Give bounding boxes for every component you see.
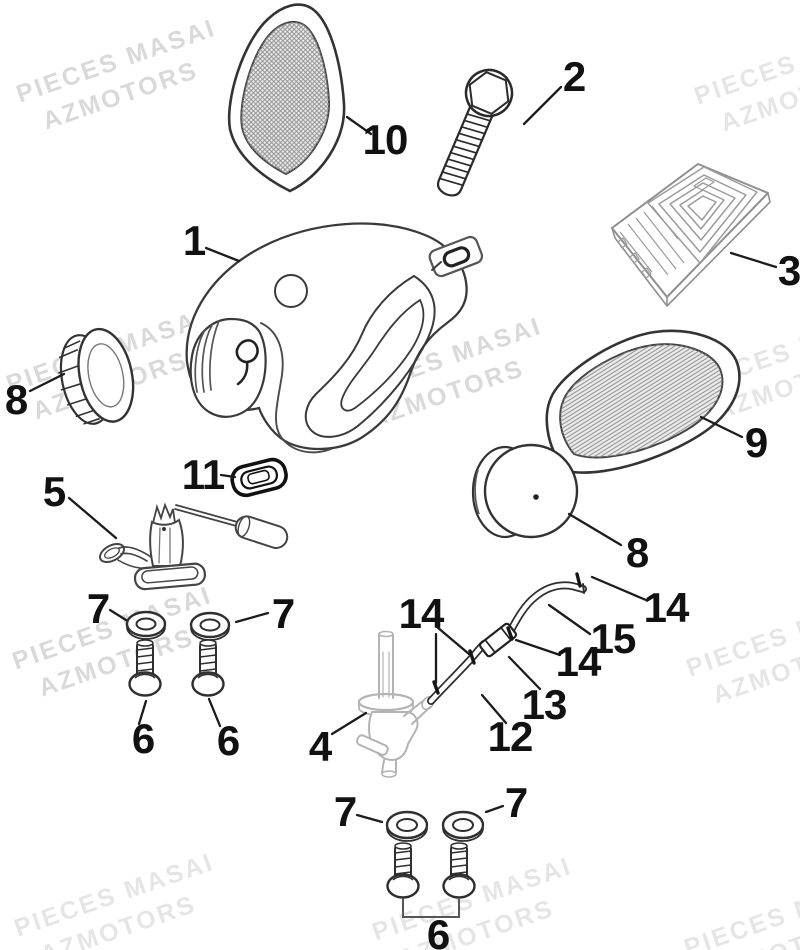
part-label-14: 14 (398, 590, 445, 637)
part-label-5: 5 (42, 468, 66, 515)
part-label-4: 4 (308, 723, 332, 770)
left-side-cover-drawing (227, 3, 346, 193)
part-label-3: 3 (777, 247, 800, 294)
part-label-11: 11 (181, 451, 225, 498)
part-label-8: 8 (4, 376, 28, 423)
hose-clamp-marks (432, 572, 582, 695)
right-side-cover-drawing (545, 329, 741, 474)
fuel-valve-drawing (356, 630, 435, 778)
part-label-6: 6 (131, 715, 155, 762)
part-label-2: 2 (562, 53, 586, 100)
fuel-tank-drawing (185, 222, 484, 454)
part-label-14: 14 (643, 584, 690, 631)
part-label-1: 1 (182, 217, 206, 264)
part-label-7: 7 (504, 779, 528, 826)
fuel-level-sender-drawing (98, 502, 289, 591)
hose-connector-drawing (479, 622, 517, 658)
part-label-6: 6 (426, 911, 450, 950)
bolt-group-bracket (402, 898, 460, 918)
fuel-cap-front-drawing (471, 443, 579, 539)
decal-sheet-drawing (611, 163, 771, 307)
part-label-15: 15 (590, 615, 637, 662)
washer-drawing (385, 810, 485, 842)
leader-lines (28, 85, 778, 824)
washer-drawing (125, 610, 231, 641)
part-label-10: 10 (362, 116, 409, 163)
part-label-7: 7 (271, 590, 295, 637)
rubber-mount-drawing (230, 457, 288, 498)
part-label-14: 14 (555, 638, 602, 685)
fuel-cap-side-drawing (58, 327, 135, 425)
part-label-7: 7 (86, 585, 110, 632)
part-label-9: 9 (744, 419, 768, 466)
part-label-7: 7 (333, 788, 357, 835)
part-label-6: 6 (216, 717, 240, 764)
part-label-8: 8 (625, 529, 649, 576)
bolt-drawing (128, 639, 225, 697)
part-label-13: 13 (521, 681, 568, 728)
hex-bolt-drawing (436, 68, 514, 197)
bolt-drawing (386, 842, 476, 899)
part-label-12: 12 (487, 713, 534, 760)
